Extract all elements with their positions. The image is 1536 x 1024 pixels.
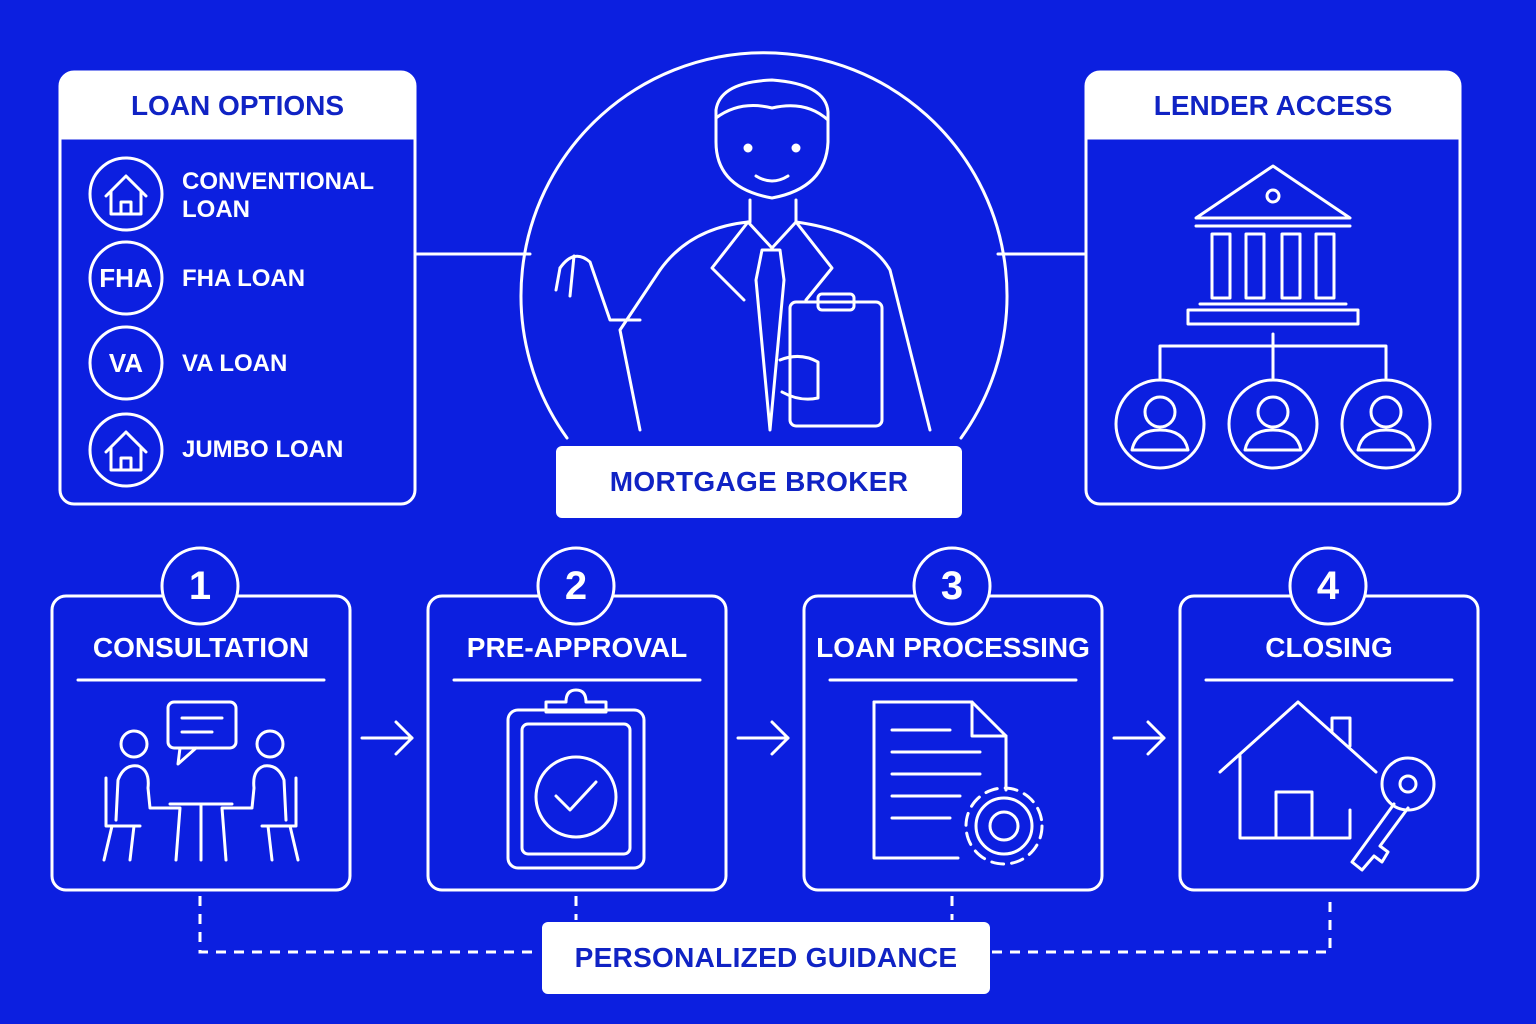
va-badge-text: VA	[108, 348, 144, 378]
consultation-icon	[102, 700, 300, 862]
dashed-connector-left	[198, 896, 540, 954]
house-icon	[104, 430, 148, 472]
fha-badge	[88, 240, 164, 316]
step-title-3: LOAN PROCESSING	[816, 632, 1090, 663]
step-number-circle-3	[912, 546, 992, 626]
person-icon	[1114, 378, 1206, 470]
step-title-1: CONSULTATION	[92, 632, 310, 663]
panel-header-band	[1087, 73, 1459, 137]
arrow-icon	[1112, 720, 1166, 756]
step-number-1: 1	[188, 564, 212, 608]
step-number-circle-2	[536, 546, 616, 626]
document-gear-icon	[872, 700, 1044, 866]
step-number-3: 3	[940, 564, 964, 608]
step-number-2: 2	[564, 564, 588, 608]
step-number-4: 4	[1316, 564, 1340, 608]
lender-tree	[1158, 332, 1388, 380]
bank-icon	[1186, 164, 1360, 326]
house-key-icon	[1218, 700, 1436, 872]
dashed-connector-right	[992, 896, 1332, 954]
house-icon	[104, 174, 148, 216]
arrow-icon	[736, 720, 790, 756]
broker-circle	[519, 51, 1009, 440]
loan-options-panel	[58, 70, 417, 506]
broker-figure-icon	[554, 78, 932, 432]
mortgage-broker-label: MORTGAGE BROKER	[556, 446, 962, 518]
step-number-circle-1	[160, 546, 240, 626]
step-title-4: CLOSING	[1265, 632, 1393, 663]
panel-header-band	[61, 73, 414, 137]
va-badge	[88, 325, 164, 401]
step-title-2: PRE-APPROVAL	[466, 632, 688, 663]
person-icon	[1227, 378, 1319, 470]
person-icon	[1340, 378, 1432, 470]
loan-option-label-fha: FHA LOAN	[182, 265, 306, 292]
personalized-guidance-label: PERSONALIZED GUIDANCE	[542, 922, 990, 994]
arrow-icon	[360, 720, 414, 756]
loan-option-label-jumbo: JUMBO LOAN	[182, 436, 344, 463]
lender-access-panel	[1084, 70, 1462, 506]
loan-option-label-conventional: CONVENTIONAL LOAN	[182, 168, 374, 223]
loan-options-title: LOAN OPTIONS	[130, 90, 345, 121]
fha-badge-text: FHA	[99, 263, 153, 293]
step-number-circle-4	[1288, 546, 1368, 626]
lender-access-title: LENDER ACCESS	[1153, 90, 1393, 121]
clipboard-check-icon	[506, 688, 646, 870]
loan-option-label-va: VA LOAN	[182, 350, 288, 377]
